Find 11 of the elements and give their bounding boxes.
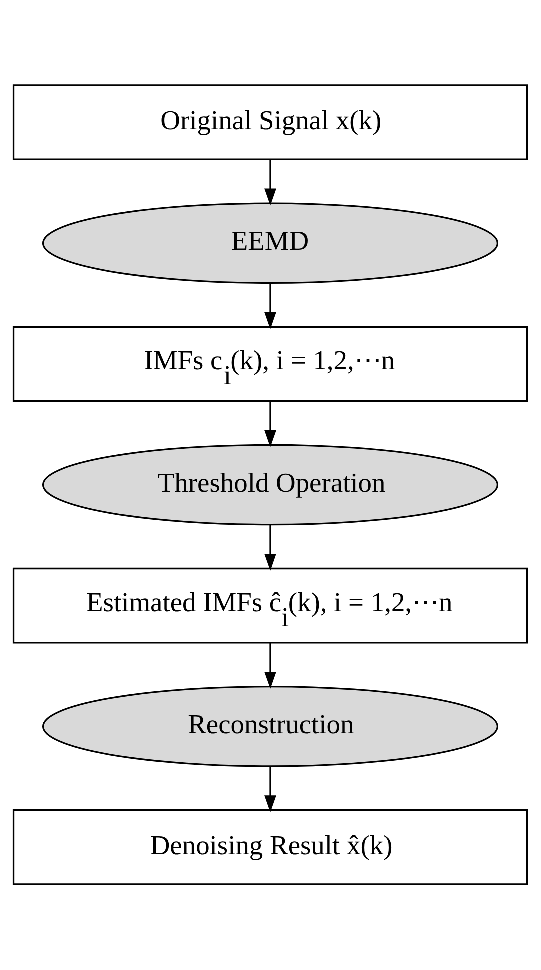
node-ellipse: Reconstruction (42, 686, 499, 768)
arrow (264, 766, 276, 813)
arrow (264, 643, 276, 690)
arrow (264, 525, 276, 571)
node-ellipse: EEMD (42, 202, 499, 284)
node-ellipse: Threshold Operation (42, 444, 499, 526)
arrow (264, 160, 276, 206)
node-box: Original Signal x(k) (12, 84, 528, 160)
arrow (264, 402, 276, 448)
arrow (264, 283, 276, 330)
node-box: Denoising Result x̂(k) (12, 810, 528, 886)
